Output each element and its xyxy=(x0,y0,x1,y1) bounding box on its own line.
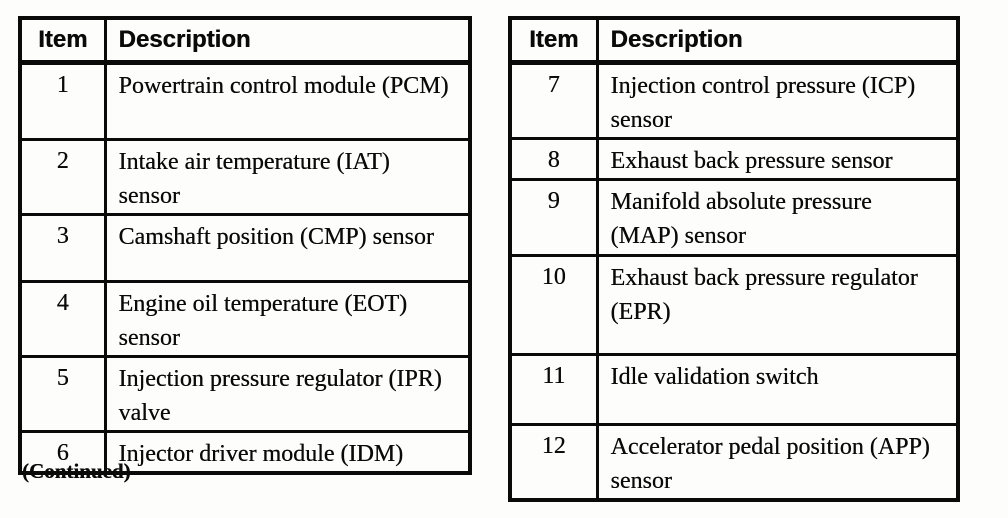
table-row: 12 Accelerator pedal position (APP) sens… xyxy=(508,422,960,501)
item-description: Injector driver module (IDM) xyxy=(103,429,472,474)
component-table-items-1-6: Item Description 1 Powertrain control mo… xyxy=(18,16,472,475)
continued-note: (Continued) xyxy=(22,459,131,483)
item-number: 4 xyxy=(18,279,107,358)
item-description: Powertrain control module (PCM) xyxy=(103,60,472,141)
table-row: 9 Manifold absolute pressure (MAP) senso… xyxy=(508,177,960,257)
item-description: Exhaust back pressure sensor xyxy=(595,136,960,181)
item-description: Exhaust back pressure regulator (EPR) xyxy=(595,253,960,356)
item-description: Engine oil temperature (EOT) sensor xyxy=(103,279,472,358)
table-row: 4 Engine oil temperature (EOT) sensor xyxy=(18,279,472,358)
item-number: 3 xyxy=(18,212,107,283)
item-description: Camshaft position (CMP) sensor xyxy=(103,212,472,283)
item-number: 8 xyxy=(508,136,599,181)
item-description: Injection control pressure (ICP) sensor xyxy=(595,60,960,140)
item-number: 10 xyxy=(508,253,599,356)
item-number: 6 xyxy=(18,429,107,474)
item-number: 11 xyxy=(508,352,599,426)
item-number: 12 xyxy=(508,422,599,501)
component-table-items-7-12: Item Description 7 Injection control pre… xyxy=(508,16,960,502)
table-row: 5 Injection pressure regulator (IPR) val… xyxy=(18,354,472,433)
table-row: 1 Powertrain control module (PCM) xyxy=(18,60,472,141)
item-description: Manifold absolute pressure (MAP) sensor xyxy=(595,177,960,257)
table-row: 3 Camshaft position (CMP) sensor xyxy=(18,212,472,283)
item-description: Idle validation switch xyxy=(595,352,960,426)
item-description: Accelerator pedal position (APP) sensor xyxy=(595,422,960,501)
item-description: Intake air temperature (IAT) sensor xyxy=(103,137,472,216)
table-row: 6 Injector driver module (IDM) xyxy=(18,429,472,474)
description-column-header: Description xyxy=(103,16,472,65)
item-column-header: Item xyxy=(508,16,599,65)
table-row: 2 Intake air temperature (IAT) sensor xyxy=(18,137,472,216)
description-column-header: Description xyxy=(595,16,960,65)
item-number: 5 xyxy=(18,354,107,433)
table-row: 11 Idle validation switch xyxy=(508,352,960,426)
item-number: 9 xyxy=(508,177,599,257)
item-description: Injection pressure regulator (IPR) valve xyxy=(103,354,472,433)
table-header-row: Item Description xyxy=(508,16,960,65)
item-number: 1 xyxy=(18,60,107,141)
item-number: 7 xyxy=(508,60,599,140)
table-row: 7 Injection control pressure (ICP) senso… xyxy=(508,60,960,140)
item-column-header: Item xyxy=(18,16,107,65)
table-row: 10 Exhaust back pressure regulator (EPR) xyxy=(508,253,960,356)
table-row: 8 Exhaust back pressure sensor xyxy=(508,136,960,181)
table-header-row: Item Description xyxy=(18,16,472,65)
item-number: 2 xyxy=(18,137,107,216)
